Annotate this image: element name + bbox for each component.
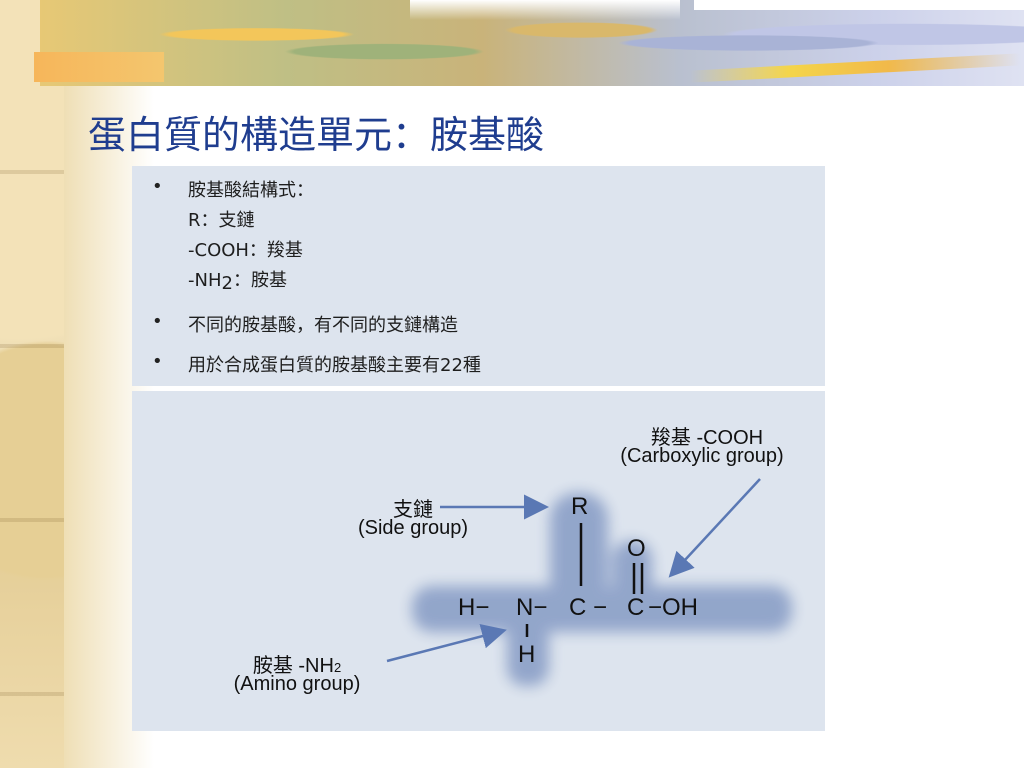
side-group-label-en: (Side group) [357, 517, 469, 539]
bullet-dot-icon: • [152, 176, 163, 197]
atom-oh: −OH [648, 594, 699, 621]
bullet-structure-heading: 胺基酸結構式： [188, 180, 314, 201]
bullet-dot-icon: • [152, 351, 163, 372]
amino-label-en: (Amino group) [233, 673, 361, 695]
atom-h-left: H− [458, 594, 490, 621]
atom-o-double: O [627, 535, 646, 562]
bullet-structure-r: R：支鏈 [188, 210, 255, 231]
atom-h-bottom: H [518, 641, 536, 668]
bullet-structure-nh2: -NH2：胺基 [188, 270, 287, 294]
atom-c-carboxyl: C [627, 594, 645, 621]
amino-arrow [386, 623, 507, 663]
banner-highlight [410, 0, 680, 20]
banner-orange-bar [34, 52, 164, 82]
bullet-structure-cooh: -COOH：羧基 [188, 240, 303, 261]
parchment-side-strip [0, 0, 64, 768]
banner-top-edge [694, 0, 1024, 10]
side-group-label-zh: 支鏈 [393, 499, 433, 521]
atom-c-alpha: C − [569, 594, 608, 621]
slide-title: 蛋白質的構造單元：胺基酸 [88, 113, 545, 157]
amino-acid-diagram: 羧基 -COOH (Carboxylic group) 支鏈 (Side gro… [132, 391, 825, 731]
bullet-side-chain: 不同的胺基酸，有不同的支鏈構造 [188, 315, 458, 336]
atom-r: R [571, 493, 589, 520]
carboxyl-label-en: (Carboxylic group) [620, 445, 784, 467]
bond-lines [525, 523, 644, 637]
carboxyl-label-zh: 羧基 -COOH [650, 427, 764, 449]
amino-label-zh: 胺基 -NH2 [252, 655, 342, 677]
bullet-amino-count: 用於合成蛋白質的胺基酸主要有22種 [188, 355, 481, 376]
structure-drawing [386, 478, 792, 686]
bullet-panel: • 胺基酸結構式： R：支鏈 -COOH：羧基 -NH2：胺基 • 不同的胺基酸… [132, 166, 825, 386]
carboxyl-arrow [668, 478, 761, 578]
bullet-dot-icon: • [152, 311, 163, 332]
atom-n: N− [516, 594, 548, 621]
